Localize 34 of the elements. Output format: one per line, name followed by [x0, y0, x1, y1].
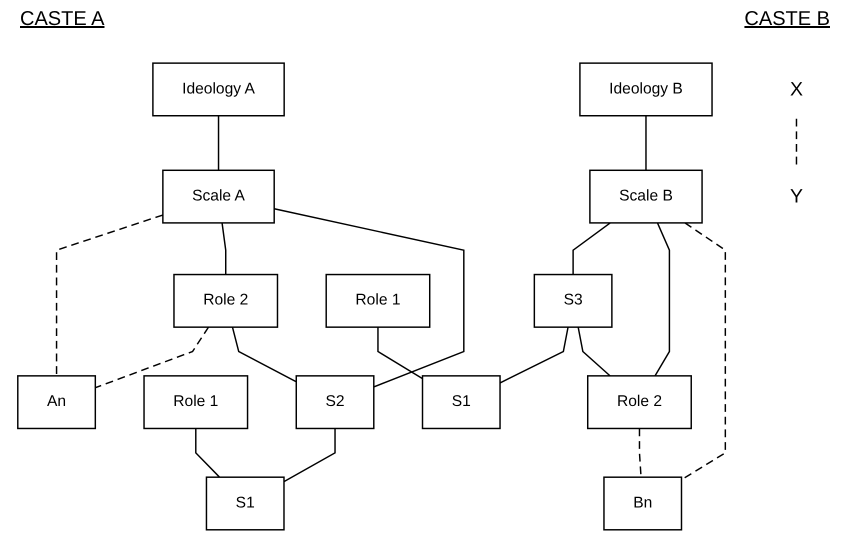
node-box: Scale A: [162, 170, 275, 224]
connector: [56, 214, 164, 376]
caste-heading: CASTE A: [20, 8, 104, 31]
connector: [796, 118, 798, 168]
node-box: An: [17, 375, 96, 430]
node-box: Ideology A: [152, 62, 285, 116]
connector: [654, 222, 670, 376]
node-box: Role 2: [587, 375, 692, 430]
node-box: S1: [422, 375, 501, 430]
connector: [218, 116, 220, 170]
node-box: Scale B: [589, 170, 703, 224]
connector: [274, 208, 465, 388]
node-box: S3: [534, 274, 613, 328]
node-box: S1: [206, 476, 285, 531]
node-box: Role 2: [173, 274, 278, 328]
connector: [221, 222, 226, 275]
node-text: X: [790, 78, 803, 100]
connector: [500, 327, 569, 384]
connector: [232, 326, 297, 382]
connector: [377, 327, 423, 380]
node-box: Role 1: [325, 274, 430, 328]
caste-heading: CASTE B: [744, 8, 830, 31]
connector: [572, 222, 611, 275]
node-box: S2: [296, 375, 375, 430]
node-text: Y: [790, 186, 803, 208]
connector: [284, 428, 336, 482]
node-box: Ideology B: [579, 62, 713, 116]
connector: [95, 326, 210, 388]
connector: [195, 428, 220, 478]
node-box: Bn: [603, 476, 682, 531]
node-box: Role 1: [143, 375, 248, 430]
connector: [638, 428, 642, 478]
connector: [577, 327, 611, 376]
connector: [645, 116, 647, 170]
